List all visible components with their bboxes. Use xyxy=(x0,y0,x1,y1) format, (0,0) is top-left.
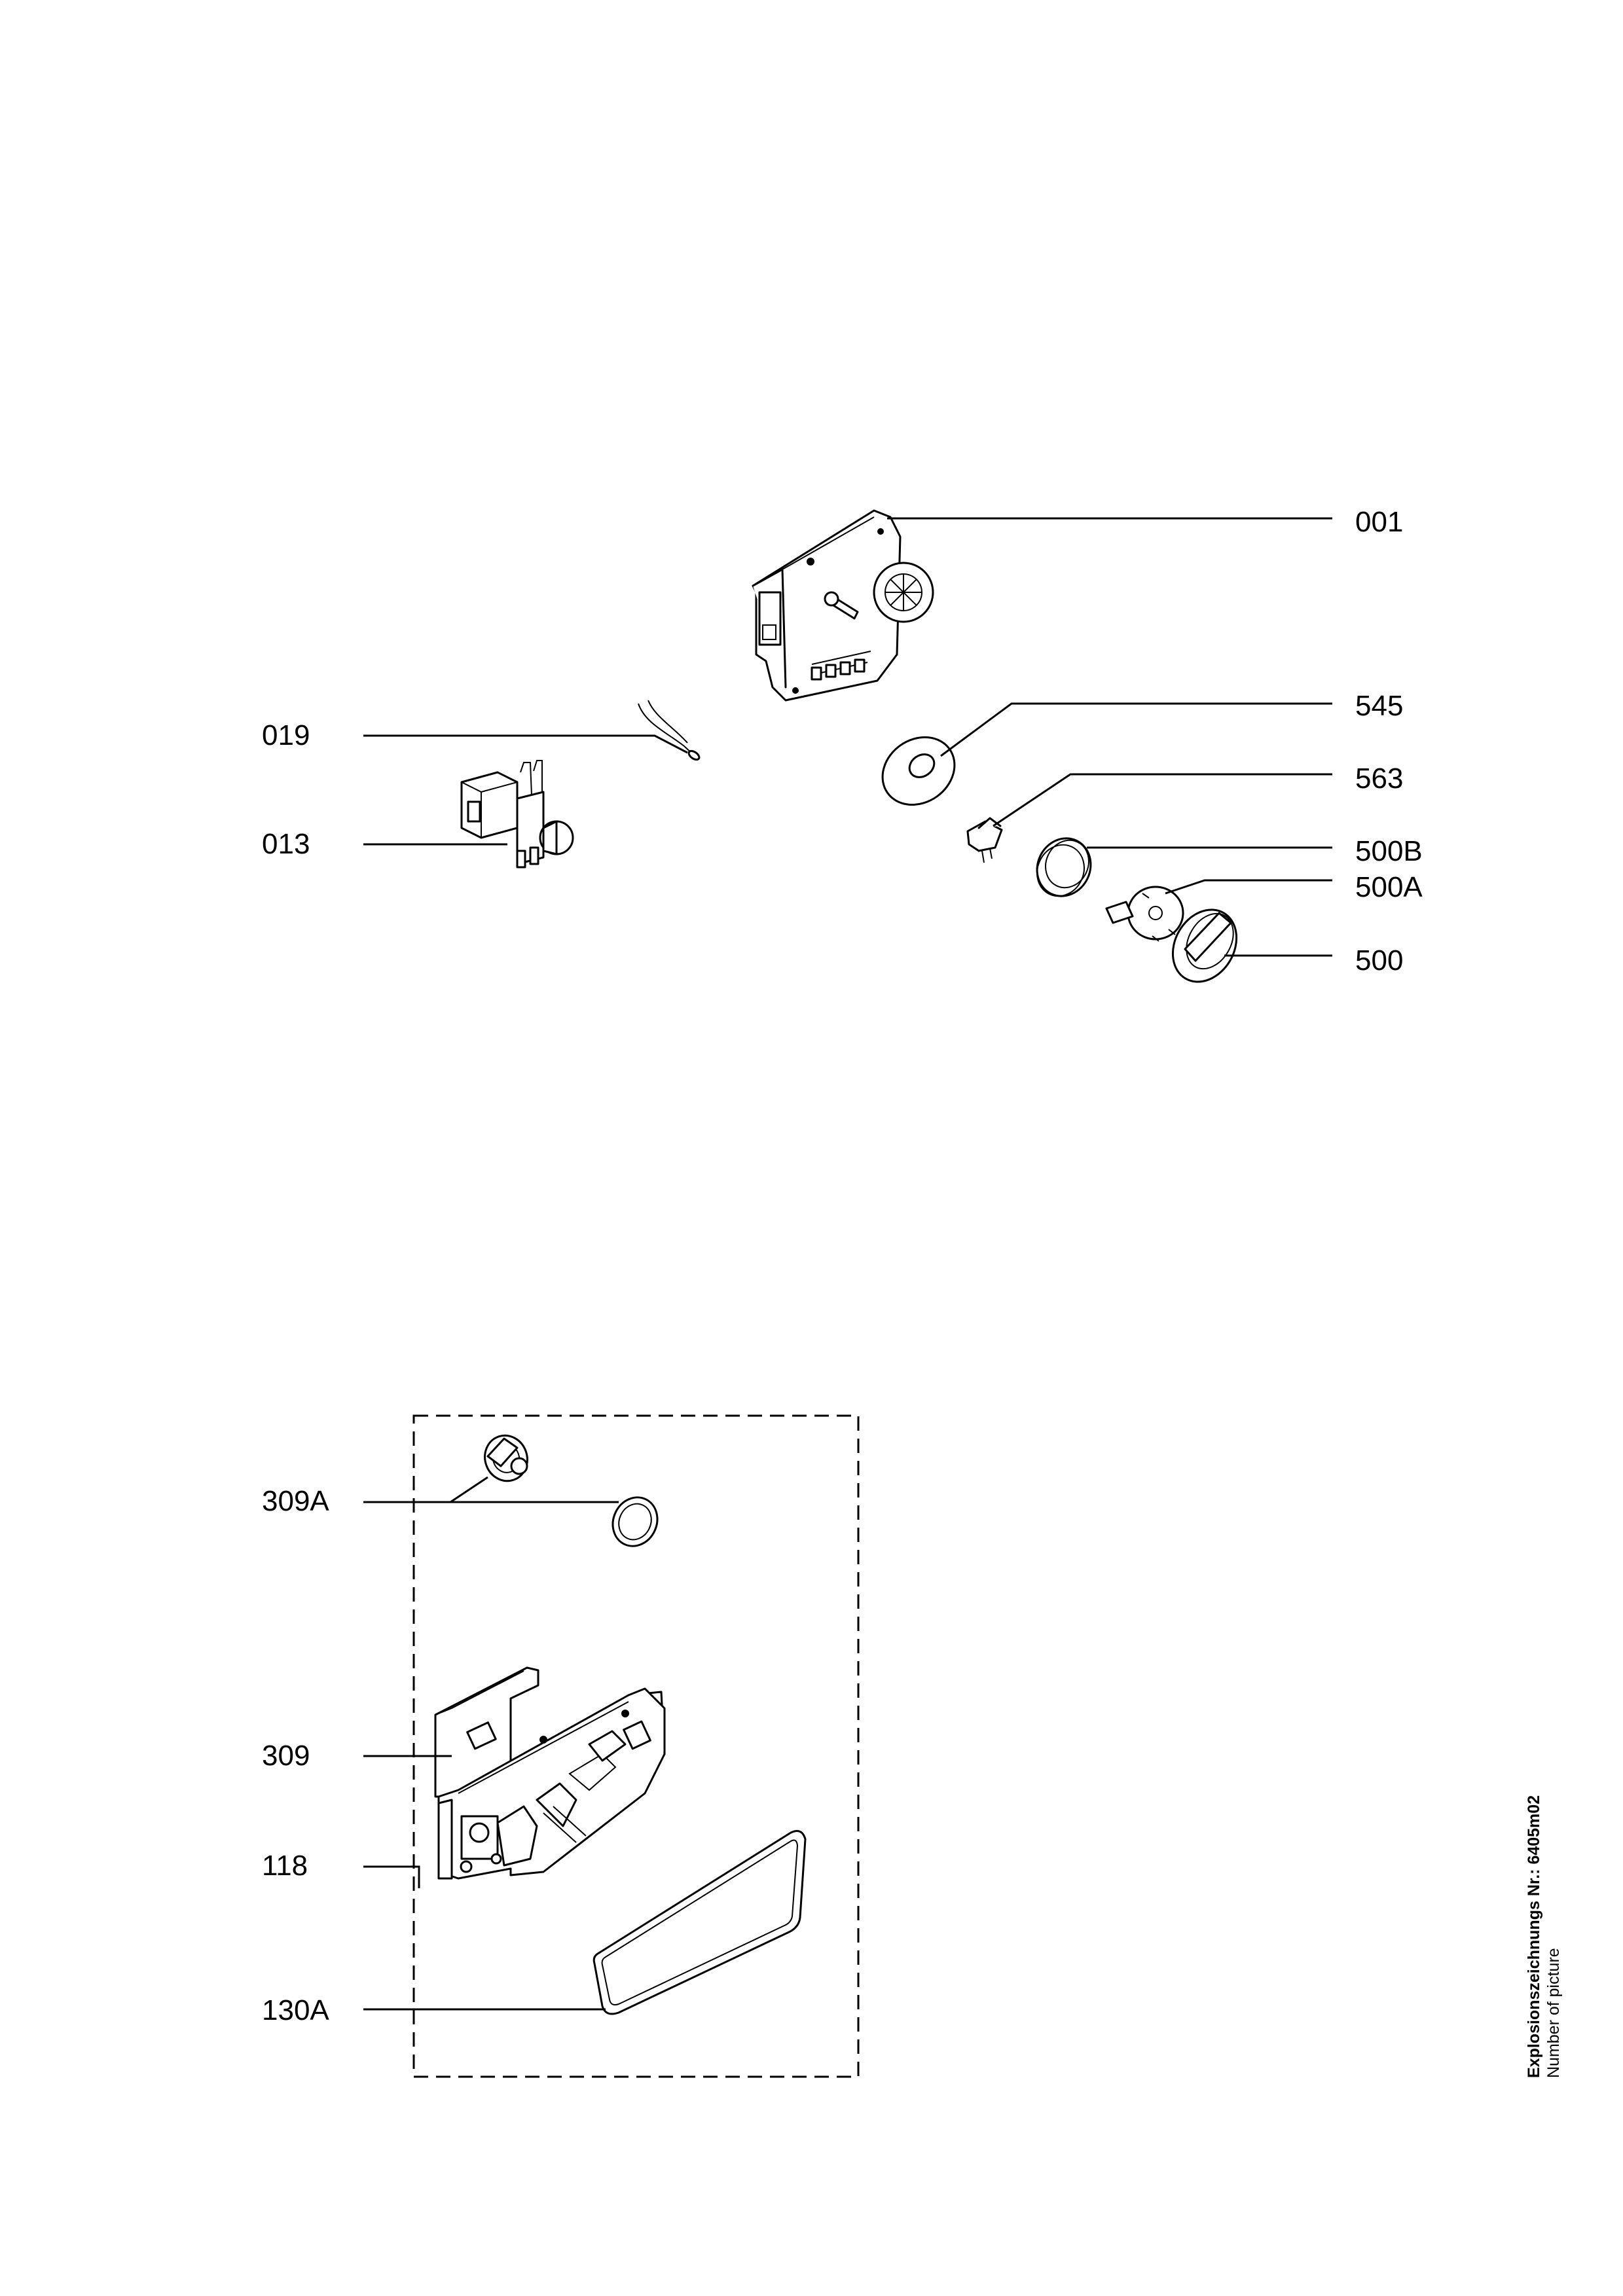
label-500: 500 xyxy=(1355,944,1404,977)
door-lock-assembly-group-box xyxy=(412,1414,860,2078)
timer-unit-part-001 xyxy=(752,509,934,702)
leader-563 xyxy=(993,773,1332,827)
label-130A: 130A xyxy=(262,1994,329,2026)
leader-019 xyxy=(363,734,688,754)
label-500B: 500B xyxy=(1355,835,1423,867)
label-013: 013 xyxy=(262,828,310,860)
label-563: 563 xyxy=(1355,762,1404,795)
label-545: 545 xyxy=(1355,690,1404,722)
label-019: 019 xyxy=(262,719,310,751)
leader-lines xyxy=(363,517,1332,2011)
switch-part-013 xyxy=(460,760,574,869)
gasket-part-130A xyxy=(593,1830,807,2015)
clip-part-563 xyxy=(966,817,1003,863)
label-309: 309 xyxy=(262,1740,310,1772)
ring-part-500B xyxy=(1036,837,1092,897)
door-lock-part-309 xyxy=(434,1666,666,1880)
button-part-309A xyxy=(484,1434,659,1547)
label-118: 118 xyxy=(262,1850,308,1882)
drawing-number: Explosionszeichnungs Nr.: 6405m02 xyxy=(1525,1795,1543,2078)
drawing-number-caption: Explosionszeichnungs Nr.: 6405m02 Number… xyxy=(1524,1795,1563,2078)
sensor-wire-part-019 xyxy=(638,700,701,761)
drawing-number-subtitle: Number of picture xyxy=(1544,1948,1563,2078)
leader-545 xyxy=(940,702,1332,757)
knob-part-500 xyxy=(1171,908,1238,983)
knob-insert-part-500A xyxy=(1105,886,1184,942)
label-500A: 500A xyxy=(1355,871,1423,903)
leader-309A xyxy=(363,1476,488,1503)
label-001: 001 xyxy=(1355,506,1404,538)
leader-118 xyxy=(363,1865,420,1888)
washer-part-545 xyxy=(881,736,956,806)
label-309A: 309A xyxy=(262,1485,329,1517)
leader-500A xyxy=(1165,879,1332,895)
